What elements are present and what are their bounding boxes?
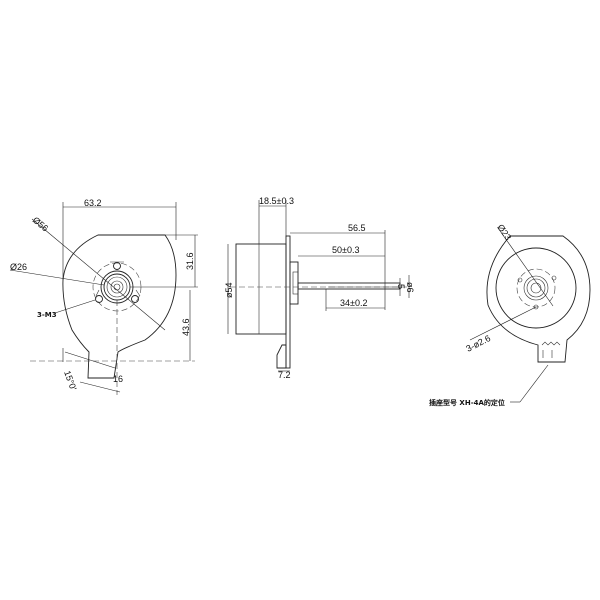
connector-note: 插座型号 XH-4A的定位 bbox=[429, 398, 505, 407]
dim-tab-width: 16 bbox=[113, 374, 123, 384]
dim-shaft-total: 56.5 bbox=[348, 223, 366, 233]
dim-shaft-dia: ø6 bbox=[405, 282, 415, 293]
dim-outer-dia: Ø56 bbox=[31, 215, 50, 234]
rear-view bbox=[469, 227, 591, 403]
dim-body-length: 18.5±0.3 bbox=[259, 196, 294, 206]
dim-angle: 15°0' bbox=[62, 369, 78, 392]
dim-upper-height: 31.6 bbox=[185, 252, 195, 270]
dim-flat-length: 34±0.2 bbox=[340, 298, 367, 308]
dim-body-dia: ø54 bbox=[224, 282, 234, 298]
dim-inner-dia: Ø26 bbox=[10, 262, 27, 272]
label-holes: 3-M3 bbox=[37, 311, 57, 319]
front-view bbox=[9, 202, 198, 395]
dim-lower-height: 43.6 bbox=[181, 318, 191, 336]
side-view bbox=[227, 200, 410, 372]
dim-flat: 5 bbox=[396, 284, 406, 289]
dim-shaft-length: 50±0.3 bbox=[332, 245, 359, 255]
dim-width: 63.2 bbox=[84, 198, 102, 208]
dim-bracket-width: 7.2 bbox=[278, 370, 291, 380]
dim-boss-dia: Ø23 bbox=[495, 222, 513, 242]
